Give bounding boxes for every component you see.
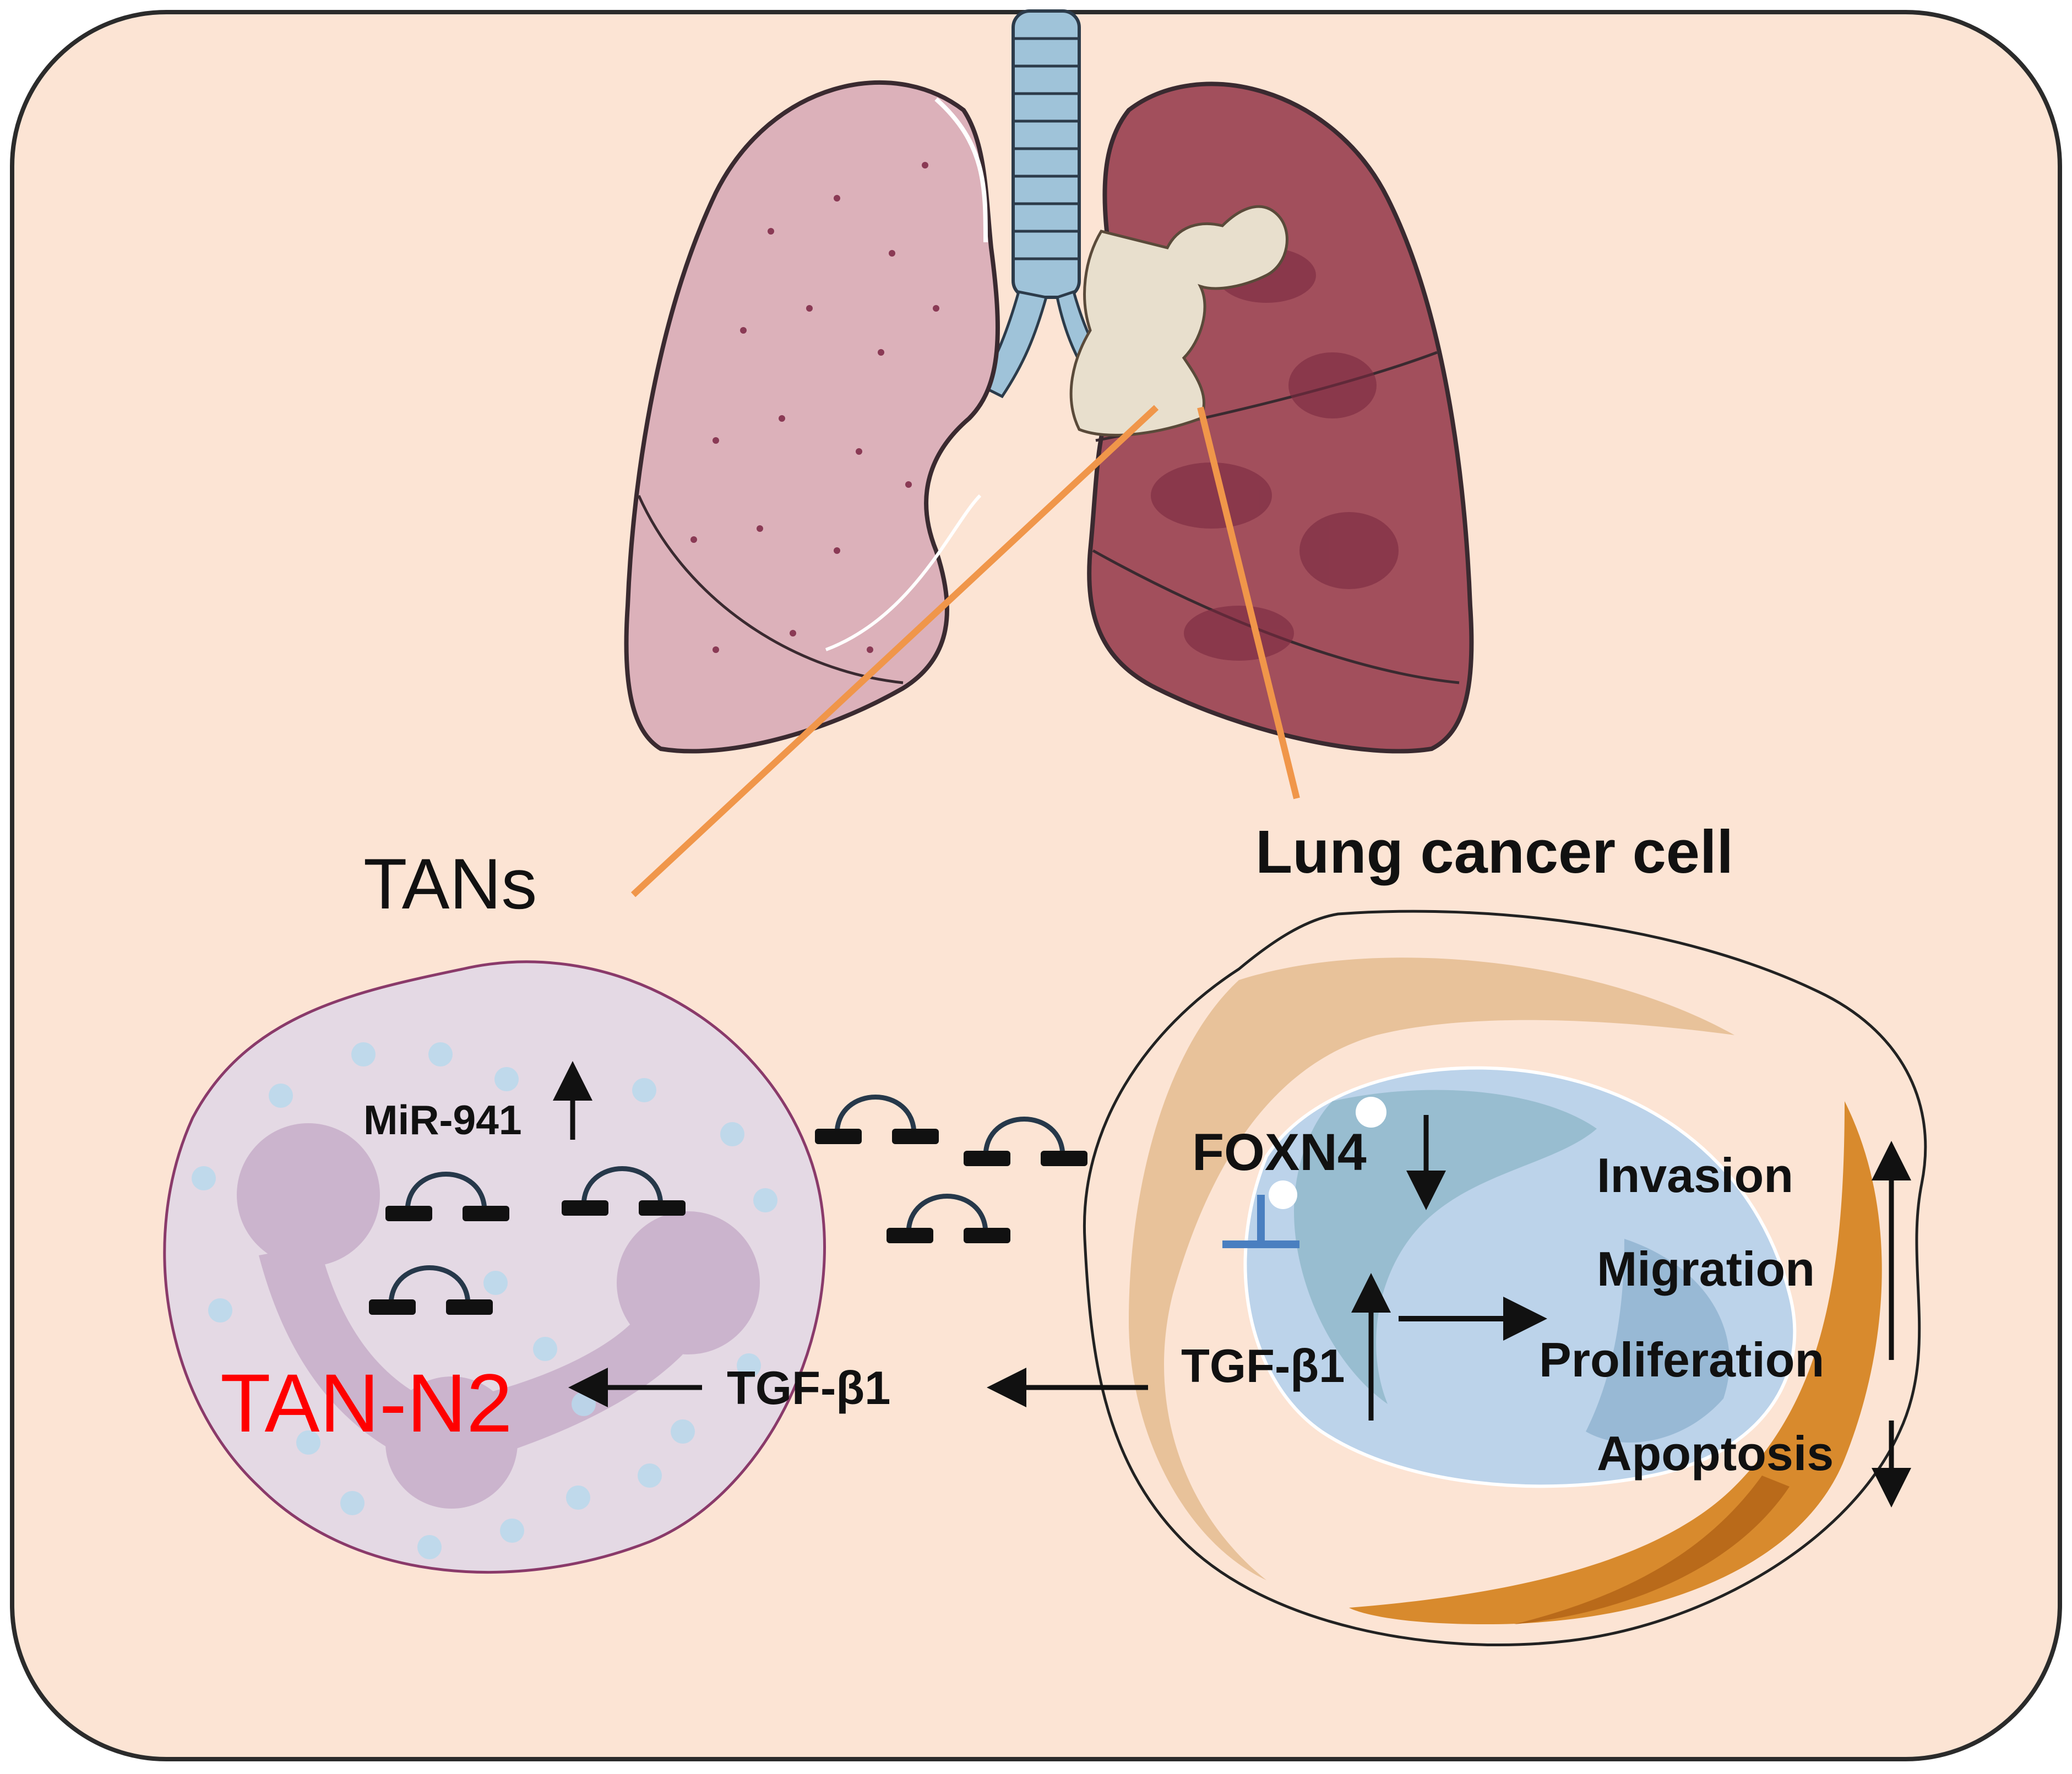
tan-cell: MiR-941 TAN-N2: [163, 960, 826, 1574]
pointer-line-cancer: [1197, 406, 1300, 799]
lung-cancer-cell-label: Lung cancer cell: [1255, 818, 1733, 886]
tan-granules: [192, 1042, 777, 1559]
migration-label: Migration: [1597, 1242, 1815, 1296]
mirna-hairpin-icon: [388, 1166, 664, 1305]
trachea-icon: [978, 9, 1114, 399]
invasion-label: Invasion: [1597, 1148, 1793, 1202]
apoptosis-label: Apoptosis: [1597, 1426, 1834, 1481]
pointer-line-tans: [630, 405, 1159, 897]
mir941-label: MiR-941: [363, 1097, 522, 1143]
tans-label: TANs: [363, 844, 537, 924]
tumor-mass-icon: [1069, 205, 1288, 437]
mirna-bases: [369, 1200, 686, 1315]
proliferation-label: Proliferation: [1539, 1332, 1824, 1387]
foxn4-label: FOXN4: [1192, 1123, 1367, 1182]
foxn4-inhibition-bar: [1222, 1195, 1299, 1248]
left-lung-speckles: [690, 162, 939, 653]
tan-n2-label: TAN-N2: [220, 1357, 513, 1449]
tgf-label-cancer: TGF-β1: [1181, 1340, 1345, 1392]
cancer-cell: [1083, 910, 1927, 1646]
extracellular-mirnas: [815, 1095, 1087, 1243]
left-lung: [624, 80, 1000, 754]
lung-illustration: [624, 9, 1474, 897]
tgf-label-extracellular: TGF-β1: [727, 1362, 890, 1414]
